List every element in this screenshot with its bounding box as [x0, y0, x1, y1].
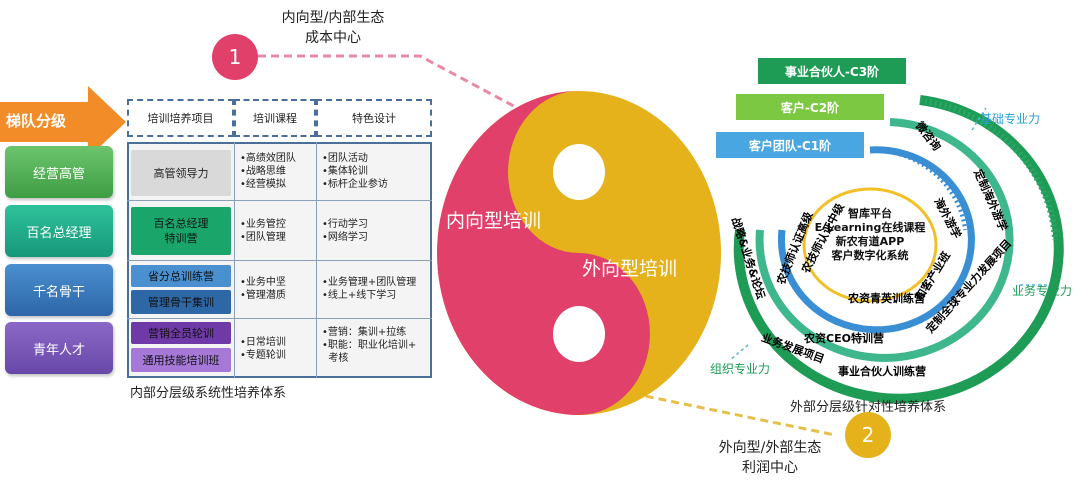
internal-caption: 内部分层级系统性培养体系 [130, 386, 287, 401]
courses-row4: •日常培训 •专题轮训 [240, 336, 286, 362]
platform-item: 客户数字化系统 [831, 249, 909, 262]
outer-training-label: 外向型培训 [582, 258, 678, 280]
courses-row2: •业务管控 •团队管理 [240, 218, 286, 244]
course-item: •团队管理 [240, 232, 286, 243]
arrow-right-icon [0, 86, 126, 158]
external-caption: 外部分层级针对性培养体系 [790, 400, 947, 415]
feature-item: •营销：集训+拉练 [322, 327, 407, 338]
course-item: •高绩效团队 [240, 153, 296, 164]
tier-general-managers: 百名总经理 [5, 205, 113, 257]
table-header-projects: 培训培养项目 [127, 99, 234, 137]
feature-item: •集体轮训 [322, 166, 368, 177]
axis-line [729, 344, 749, 361]
center-circle [802, 187, 938, 303]
project-exec-leadership: 高管领导力 [131, 150, 231, 196]
table-header-courses: 培训课程 [234, 99, 316, 137]
center-platforms: 智库平台 E-Learning在线课程 新农有道APP 客户数字化系统 [800, 207, 940, 263]
axis-label-basic: 基础专业力 [980, 112, 1041, 126]
number-badge-2: 2 [845, 412, 891, 458]
ring-middle-dashed [889, 119, 1011, 231]
pill-c2: 客户-C2阶 [736, 94, 884, 120]
feature-item: •职能：职业化培训+ [322, 340, 417, 351]
top-label: 内向型/内部生态 成本中心 [258, 8, 408, 48]
axis-label-organization: 组织专业力 [710, 362, 771, 376]
yin-yang-dot-bottom [553, 306, 605, 362]
feature-item: •行动学习 [322, 219, 368, 230]
ring-inner [777, 146, 975, 334]
tier-backbone: 千名骨干 [5, 264, 113, 316]
features-row4: •营销：集训+拉练 •职能：职业化培训+ 考核 [322, 326, 416, 365]
axis-label-business: 业务专业力 [1012, 284, 1073, 298]
bottom-label-line2: 利润中心 [742, 460, 798, 476]
feature-item: •标杆企业参访 [322, 179, 388, 190]
project-management-training: 管理骨干集训 [131, 290, 231, 314]
table-divider [127, 260, 432, 261]
axis-line [971, 107, 987, 131]
platform-item: 新农有道APP [835, 235, 905, 248]
project-provincial-camp: 省分总训练营 [131, 265, 231, 287]
project-gm-camp: 百名总经理 特训营 [131, 207, 231, 255]
course-item: •业务管控 [240, 219, 286, 230]
table-divider [127, 318, 432, 319]
feature-item: •业务管理+团队管理 [322, 277, 417, 288]
feature-item: •团队活动 [322, 153, 368, 164]
ring2-label-bottom: 农资CEO特训营 [804, 332, 884, 345]
ladder-title-arrow: 梯队分级 [0, 86, 126, 158]
courses-row3: •业务中坚 •管理潜质 [240, 276, 286, 302]
table-divider [127, 200, 432, 201]
top-label-line1: 内向型/内部生态 [281, 10, 385, 26]
rings-diagram [729, 95, 1064, 404]
ring3-label-bottom: 事业合伙人训练营 [838, 365, 926, 378]
features-row3: •业务管理+团队管理 •线上+线下学习 [322, 276, 416, 302]
tier-executives: 经营高管 [5, 146, 113, 198]
platform-item: E-Learning在线课程 [814, 221, 926, 234]
platform-item: 智库平台 [848, 207, 892, 220]
ring1-label-bottom: 农资青英训练营 [848, 292, 925, 305]
features-row2: •行动学习 •网络学习 [322, 218, 368, 244]
inner-training-label: 内向型培训 [446, 210, 542, 232]
bottom-label: 外向型/外部生态 利润中心 [690, 438, 850, 478]
pill-c1: 客户团队-C1阶 [716, 132, 864, 158]
table-header-features: 特色设计 [316, 99, 432, 137]
course-item: •日常培训 [240, 337, 286, 348]
ladder-title: 梯队分级 [6, 112, 67, 130]
pill-c3: 事业合伙人-C3阶 [758, 58, 906, 84]
yin-yang-diagram [437, 91, 721, 415]
top-label-line2: 成本中心 [305, 30, 361, 46]
feature-item: 考核 [322, 353, 349, 364]
project-general-skills: 通用技能培训班 [131, 348, 231, 372]
project-line: 特训营 [164, 232, 198, 245]
courses-row1: •高绩效团队 •战略思维 •经营模拟 [240, 152, 296, 191]
course-item: •管理潜质 [240, 290, 286, 301]
bottom-label-line1: 外向型/外部生态 [718, 440, 822, 456]
feature-item: •线上+线下学习 [322, 290, 397, 301]
tier-youth: 青年人才 [5, 322, 113, 374]
project-sales-rotation: 营销全员轮训 [131, 322, 231, 344]
features-row1: •团队活动 •集体轮训 •标杆企业参访 [322, 152, 388, 191]
top-connector [258, 54, 541, 122]
course-item: •经营模拟 [240, 179, 286, 190]
number-badge-1: 1 [212, 34, 258, 80]
yin-yang-dot-top [553, 144, 605, 200]
course-item: •专题轮训 [240, 350, 286, 361]
project-line: 百名总经理 [153, 217, 209, 230]
feature-item: •网络学习 [322, 232, 368, 243]
course-item: •业务中坚 [240, 277, 286, 288]
course-item: •战略思维 [240, 166, 286, 177]
